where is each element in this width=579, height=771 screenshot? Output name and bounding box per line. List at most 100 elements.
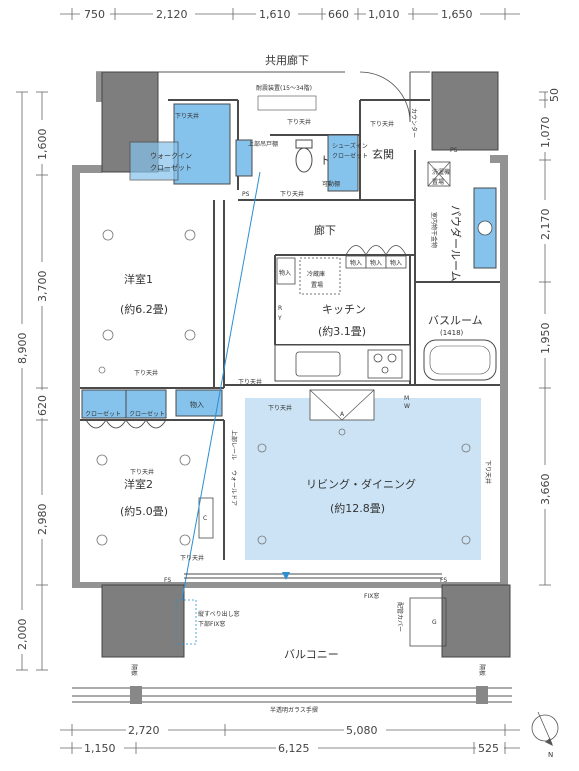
shoe-label-1: シューズイン [332, 142, 368, 150]
bath-size: (1418) [440, 329, 464, 337]
ceiling-drop-right: 下り天井 [484, 460, 492, 484]
kitchen-counter [274, 344, 411, 382]
walkin-label-2: クローゼット [150, 163, 192, 172]
dim-right-1: 1,070 [539, 117, 552, 149]
symbol-y: Y [277, 315, 282, 322]
dim-right-0: 50 [548, 88, 561, 102]
symbol-g: G [432, 619, 437, 626]
kitchen-sink [295, 351, 341, 377]
partition-right-label: 隔板 [478, 664, 486, 676]
window-marker [282, 572, 290, 580]
closet-a-label: クローゼット [85, 410, 121, 418]
lower-fix-window-label: 下部FIX窓 [198, 620, 225, 628]
closet-b-label: クローゼット [129, 410, 165, 418]
symbol-c-2: C [203, 515, 207, 522]
pillar-bottom-right [441, 584, 511, 658]
north-arrow: N [531, 711, 559, 759]
symbol-m: M [404, 395, 409, 402]
entrance-label: 玄関 [372, 147, 394, 161]
downlights-w2 [96, 454, 191, 546]
ceiling-drop-kitchen: 下り天井 [238, 378, 262, 386]
washer-label-2: 置場 [432, 178, 444, 186]
dim-bottom-lower-0: 1,150 [84, 742, 116, 755]
entrance-door-swing [359, 71, 411, 123]
indoor-dryer-label: 室内物干金物 [430, 212, 438, 248]
ceiling-drop-hall: 下り天井 [280, 190, 304, 198]
shoe-label-2: クローゼット [332, 152, 368, 160]
storage-kitchen: 物入 [279, 269, 291, 277]
dim-bottom-lower-1: 6,125 [278, 742, 310, 755]
dim-right-3: 1,950 [539, 323, 552, 355]
wall-door-label: ウォールドア [230, 470, 238, 506]
dim-left-2: 8,900 [16, 333, 29, 365]
symbol-r: R [278, 305, 282, 312]
walkin-label-1: ウォークイン [150, 152, 192, 160]
symbol-w: W [404, 403, 410, 410]
counter-label: カウンター [410, 108, 418, 138]
north-label: N [548, 751, 553, 759]
bathtub [423, 339, 497, 381]
sliding-window-label: 縦すべり出し窓 [198, 610, 240, 618]
symbol-a-living: A [340, 411, 345, 418]
storage-hall-2: 物入 [370, 259, 382, 267]
dim-left-0: 1,600 [36, 129, 49, 161]
western2-area: (約5.0畳) [120, 504, 168, 518]
kitchen-stove [367, 349, 403, 379]
ceiling-drop-bottom: 下り天井 [180, 554, 204, 562]
fix-window-label: FIX窓 [364, 592, 379, 600]
left-dimension-lines: 1,600 3,700 8,900 620 2,980 2,000 [16, 91, 49, 671]
dim-bottom-upper-1: 5,080 [346, 724, 378, 737]
dim-right-4: 3,660 [539, 474, 552, 506]
partition-left-label: 隔板 [130, 664, 138, 676]
washer-label-1: 洗濯機 [432, 168, 450, 176]
dim-left-1: 3,700 [36, 271, 49, 303]
right-dimension-line: 50 1,070 2,170 1,950 3,660 [539, 84, 561, 586]
dim-top-2: 1,610 [259, 8, 291, 21]
hall-storage: 物入 物入 物入 [345, 255, 407, 269]
dim-top-4: 1,010 [368, 8, 400, 21]
dim-bottom-upper-0: 2,720 [128, 724, 160, 737]
living-area: (約12.8畳) [330, 501, 385, 515]
ceiling-drop-corridor: 下り天井 [287, 118, 311, 126]
upper-cabinet [235, 139, 253, 177]
western1-name: 洋室1 [124, 272, 153, 286]
dim-top-0: 750 [84, 8, 105, 21]
dim-top-5: 1,650 [441, 8, 473, 21]
ps-label-hall: PS [242, 191, 250, 198]
fridge-label-1: 冷蔵庫 [307, 270, 325, 278]
corridor-label: 共用廊下 [265, 53, 309, 67]
storage-label: 物入 [190, 400, 204, 409]
dim-top-1: 2,120 [156, 8, 188, 21]
fridge-label-2: 置場 [311, 281, 323, 289]
ceiling-drop-w2: 下り天井 [130, 468, 154, 476]
pillar-bottom-left [101, 584, 185, 658]
powder-label: パウダールーム [449, 205, 463, 282]
ceiling-drop-living: 下り天井 [268, 404, 292, 412]
balcony-railing [72, 687, 512, 703]
semi-glass-label: 半透明ガラス手摺 [270, 706, 318, 714]
hall-label: 廊下 [314, 223, 336, 237]
western1-area: (約6.2畳) [120, 302, 168, 316]
aircon-unit [309, 389, 375, 421]
shoe-closet [327, 134, 359, 192]
downlights-w1 [98, 229, 196, 374]
top-dimension-line: 750 2,120 1,610 660 1,010 1,650 [60, 6, 520, 21]
ps-label: PS [450, 147, 458, 154]
movable-shelf-label: 可動棚 [322, 180, 340, 188]
bath-name: バスルーム [428, 314, 483, 327]
living-name: リビング・ダイニング [306, 477, 416, 491]
dim-left-4: 2,980 [36, 504, 49, 536]
closet-doors [85, 419, 167, 429]
dim-left-5: 2,000 [16, 619, 29, 651]
dim-right-2: 2,170 [539, 209, 552, 241]
living-floor [245, 398, 481, 560]
western2-name: 洋室2 [124, 477, 153, 491]
dim-left-3: 620 [36, 395, 49, 416]
closet-a [81, 389, 127, 419]
dim-bottom-lower-2: 525 [478, 742, 499, 755]
downlights-living [257, 428, 471, 545]
kitchen-name: キッチン [322, 303, 366, 316]
fs-label-right: FS [440, 577, 447, 584]
sight-line [181, 171, 261, 601]
